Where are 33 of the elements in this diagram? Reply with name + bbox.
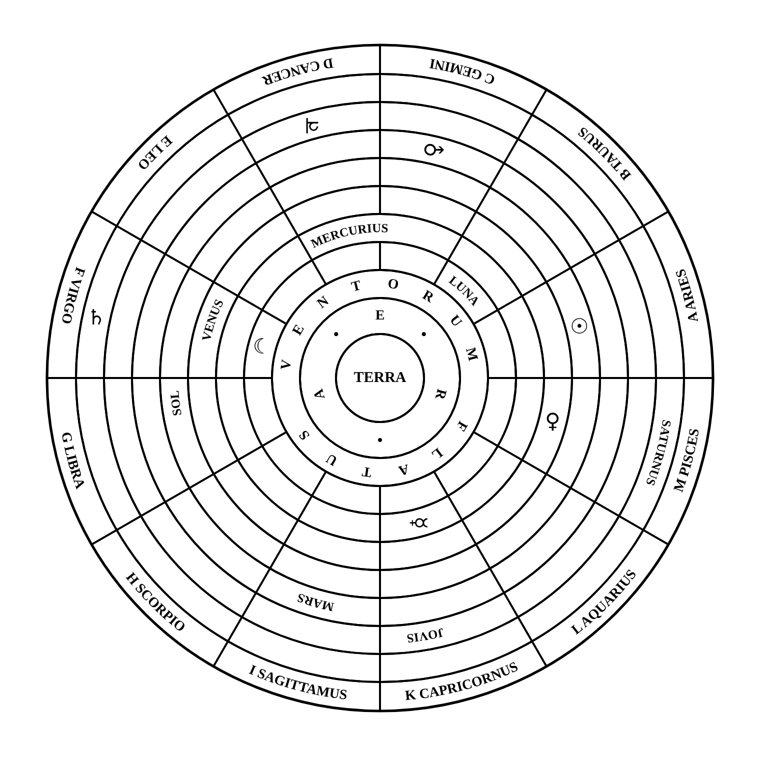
ring-letter: E bbox=[290, 322, 308, 338]
ring-letter: L bbox=[428, 444, 445, 462]
center-label: TERRA bbox=[354, 370, 406, 386]
ring-letter: A bbox=[396, 460, 410, 478]
ring-letter: R bbox=[420, 288, 436, 306]
center-circle bbox=[335, 333, 425, 423]
planet-symbol: ♂ bbox=[418, 134, 448, 166]
ring-letter: V bbox=[278, 358, 296, 371]
planet-symbol: ♃ bbox=[302, 112, 322, 137]
ring-letter: U bbox=[324, 450, 340, 468]
planet-label: JOVIS bbox=[406, 625, 446, 646]
ring-letter: U bbox=[446, 312, 464, 330]
ring-letter: F bbox=[452, 418, 470, 434]
ring-letter: E bbox=[375, 308, 385, 324]
ring-letter: N bbox=[314, 294, 332, 312]
ring-letter: M bbox=[462, 346, 480, 363]
ring-letter: A bbox=[312, 387, 329, 401]
planet-label: MARS bbox=[295, 590, 336, 614]
ring-letter: O bbox=[386, 276, 400, 294]
ring-letter: S bbox=[296, 426, 314, 442]
zodiac-sign-label: C GEMINI bbox=[428, 54, 498, 87]
zodiac-ring bbox=[46, 44, 714, 712]
ring-letter: T bbox=[361, 463, 373, 480]
planet-symbol: ♄ bbox=[86, 306, 106, 330]
planet-symbol: ☉ bbox=[570, 314, 589, 338]
ring-letter: T bbox=[350, 278, 363, 296]
planet-ring bbox=[187, 185, 573, 571]
planet-symbol: ☿ bbox=[406, 516, 431, 530]
ring-letter: R bbox=[431, 387, 448, 401]
lettered-ring bbox=[271, 269, 489, 487]
planet-symbol: ♀ bbox=[545, 409, 560, 434]
zodiac-sign-label: D CANCER bbox=[260, 54, 334, 88]
planet-symbol: ☾ bbox=[252, 334, 272, 358]
